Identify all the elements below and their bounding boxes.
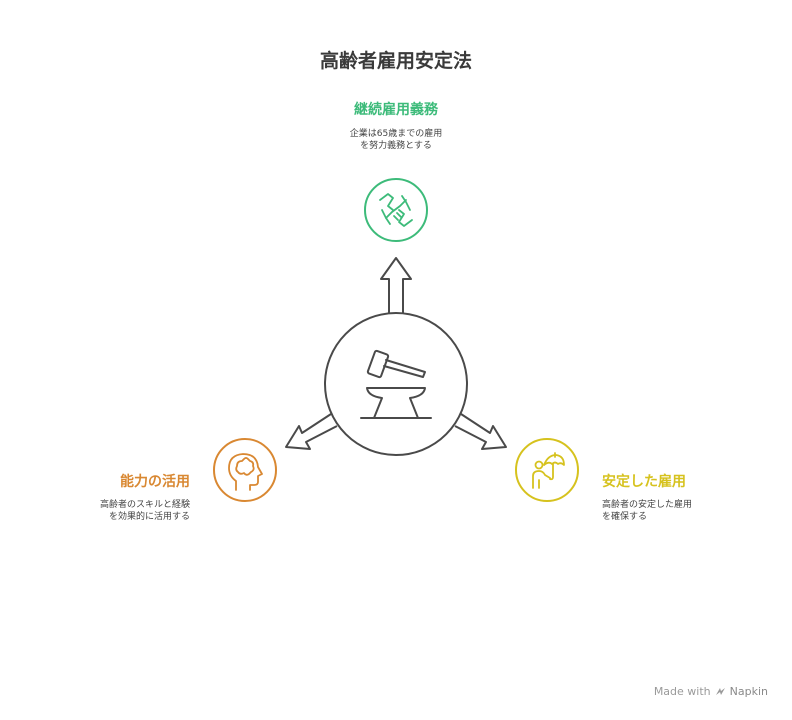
node-desc-top-line1: 企業は65歳までの雇用 — [349, 129, 443, 139]
napkin-logo-icon — [715, 688, 725, 695]
arrow-down-left — [285, 413, 338, 450]
node-desc-left: 高齢者のスキルと経験 を効果的に活用する — [40, 499, 190, 523]
node-desc-top: 企業は65歳までの雇用 を努力義務とする — [296, 128, 496, 152]
node-desc-right-line1: 高齢者の安定した雇用 — [602, 500, 693, 510]
node-desc-left-line1: 高齢者のスキルと経験 — [99, 500, 190, 510]
head-puzzle-icon — [228, 453, 263, 491]
center-circle — [324, 312, 468, 456]
page-title: 高齢者雇用安定法 — [319, 50, 472, 72]
footer-made-with: Made with — [653, 685, 711, 698]
node-circle-left — [213, 438, 277, 502]
node-desc-left-line2: を効果的に活用する — [108, 512, 190, 522]
node-desc-right-line2: を確保する — [602, 512, 648, 522]
node-desc-top-line2: を努力義務とする — [360, 141, 432, 151]
person-umbrella-icon — [532, 452, 565, 489]
node-heading-left: 能力の活用 — [120, 474, 190, 490]
footer-watermark: Made with Napkin — [654, 685, 768, 698]
handshake-icon — [379, 193, 413, 227]
hammer-anvil-icon — [360, 349, 432, 419]
node-desc-right: 高齢者の安定した雇用 を確保する — [602, 499, 772, 523]
node-heading-top: 継続雇用義務 — [354, 102, 438, 118]
node-heading-right: 安定した雇用 — [602, 474, 686, 490]
footer-brand: Napkin — [729, 685, 768, 698]
arrow-down-right — [454, 413, 507, 450]
arrow-up — [380, 257, 412, 314]
node-circle-right — [515, 438, 579, 502]
